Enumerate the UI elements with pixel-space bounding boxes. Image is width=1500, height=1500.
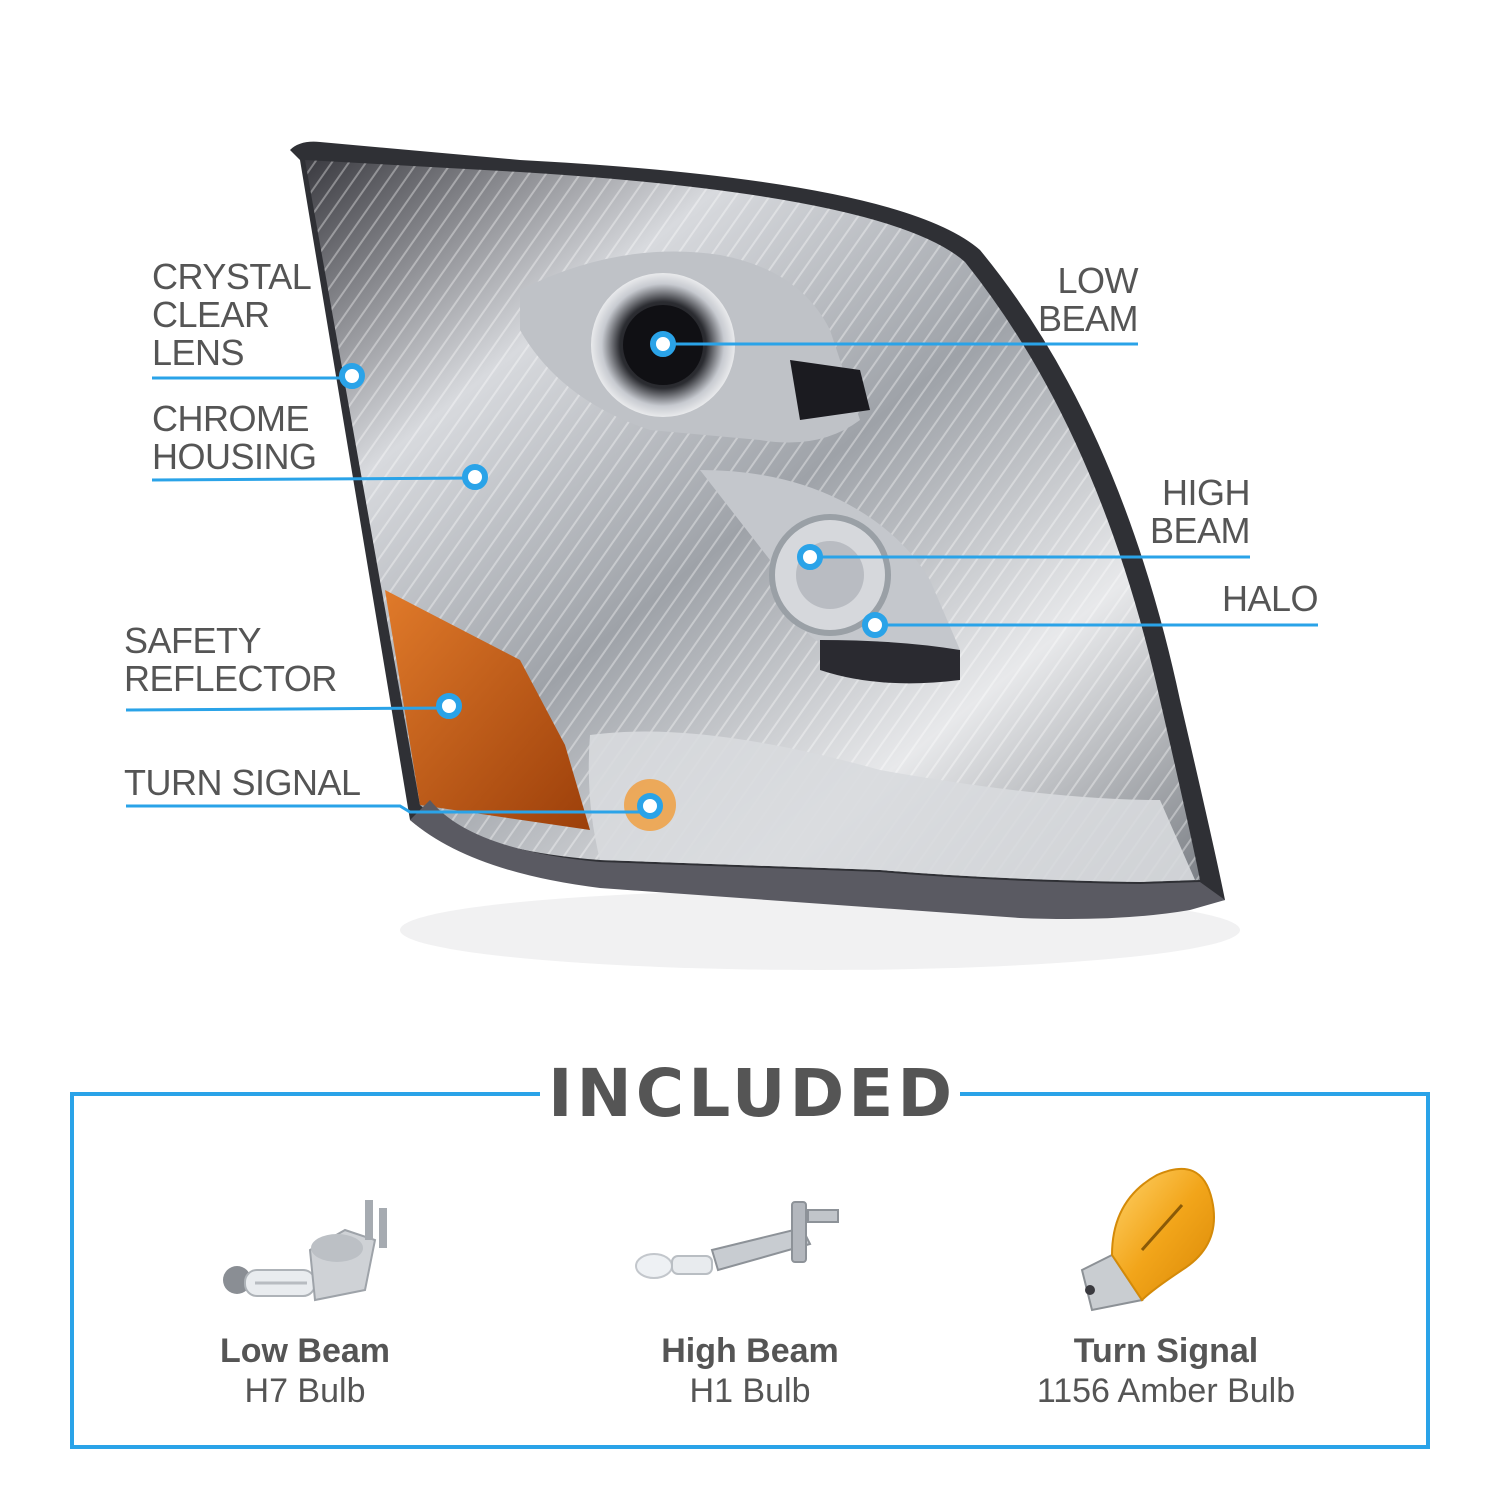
housing-leader-line	[151, 476, 476, 482]
turn-signal-item-name: Turn Signal	[1073, 1332, 1259, 1370]
halo-dot	[862, 612, 888, 638]
high-beam-item-name: High Beam	[661, 1332, 839, 1370]
high-beam-label: HIGH BEAM	[1149, 472, 1251, 551]
housing-dot	[462, 464, 488, 490]
turn-signal-label: TURN SIGNAL	[124, 762, 361, 803]
low-beam-item-name: Low Beam	[219, 1332, 391, 1370]
low-beam-label: LOW BEAM	[1037, 260, 1139, 339]
amber-bulb-icon	[1080, 1167, 1215, 1312]
crystal-clear-lens-label: CRYSTAL CLEAR LENS	[152, 256, 312, 373]
low-beam-item-desc: H7 Bulb	[244, 1372, 366, 1410]
h7-bulb-icon	[223, 1200, 387, 1302]
high-beam-dot	[797, 544, 823, 570]
turn-signal-leader-line	[126, 804, 650, 814]
chrome-housing-label: CHROME HOUSING	[152, 398, 317, 477]
safety-reflector-label: SAFETY REFLECTOR	[124, 620, 337, 699]
high-beam-item-desc: H1 Bulb	[689, 1372, 811, 1410]
low-beam-dot	[650, 331, 676, 357]
turn-signal-item-desc: 1156 Amber Bulb	[1036, 1372, 1296, 1410]
lens-dot	[339, 363, 365, 389]
reflector-dot	[436, 693, 462, 719]
turn-signal-dot	[637, 793, 663, 819]
included-title: INCLUDED	[548, 1055, 957, 1132]
h1-bulb-icon	[635, 1201, 839, 1279]
halo-label: HALO	[1221, 578, 1319, 619]
reflector-leader-line	[125, 706, 450, 712]
